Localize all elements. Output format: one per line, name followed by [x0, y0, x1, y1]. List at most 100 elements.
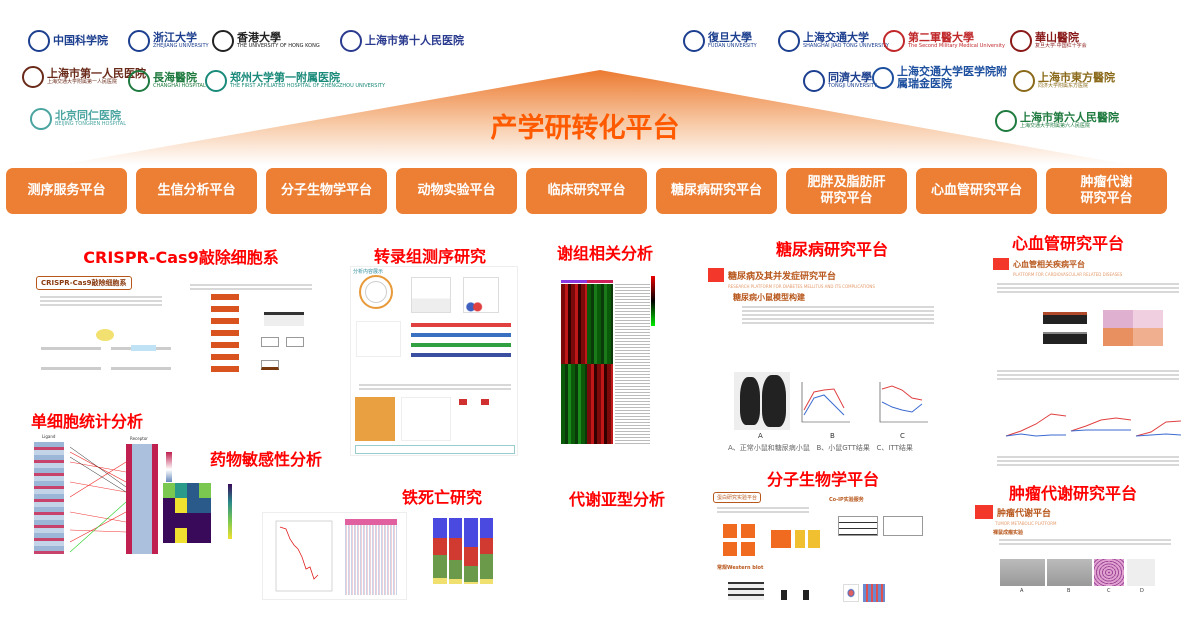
logo-name-en: BEIJING TONGREN HOSPITAL [55, 121, 127, 128]
logo-name-en: 上海交通大学附属第六人民医院 [1020, 123, 1091, 130]
section-title-tumor: 肿瘤代谢研究平台 [1008, 484, 1138, 503]
tumor-panel-title: 肿瘤代谢平台 [997, 508, 1052, 519]
cardio-panel-subtitle: PLATFORM FOR CARDIOVASCULAR RELATED DISE… [1013, 272, 1123, 277]
platform-button[interactable]: 肥胖及脂肪肝 研究平台 [786, 168, 907, 214]
diabetes-label-c: C [900, 432, 905, 440]
diabetes-caption: A、正常小鼠和糖尿病小鼠 B、小鼠GTT结果 C、ITT结果 [728, 444, 913, 452]
platform-button[interactable]: 分子生物学平台 [266, 168, 387, 214]
logo-name: 中国科学院 [53, 33, 108, 47]
platform-button[interactable]: 测序服务平台 [6, 168, 127, 214]
section-title-diabetes: 糖尿病研究平台 [775, 240, 889, 259]
hero-title: 产学研转化平台 [490, 113, 680, 144]
partner-logo: 上海市第十人民医院 [340, 30, 464, 52]
logo-name: 華山醫院 [1035, 31, 1079, 45]
section-title-subtype: 代谢亚型分析 [568, 490, 666, 509]
logo-name-en: ZHEJIANG UNIVERSITY [153, 43, 209, 50]
ferroptosis-panel [262, 512, 407, 600]
tumor-heading: 裸鼠成瘤实验 [993, 530, 1024, 536]
logo-emblem-icon [1010, 30, 1032, 52]
platform-button[interactable]: 心血管研究平台 [916, 168, 1037, 214]
transcriptome-panel: 分析内容展示 [350, 266, 518, 456]
metabolome-heatmap [543, 272, 665, 456]
itt-chart [879, 382, 928, 423]
logo-emblem-icon [883, 30, 905, 52]
crispr-workflow [186, 282, 316, 382]
logo-name-en: THE UNIVERSITY OF HONG KONG [237, 43, 320, 50]
logo-name: 北京同仁医院 [55, 109, 121, 123]
logo-emblem-icon [1013, 70, 1035, 92]
molbio-panel: 蛋白研究实验平台 常规Western blot Co-IP实验服务 [713, 490, 935, 610]
logo-name-en: 复旦大学·中国红十字会 [1035, 43, 1087, 50]
logo-emblem-icon [995, 110, 1017, 132]
logo-emblem-icon [340, 30, 362, 52]
logo-name: 復旦大學 [708, 31, 752, 45]
platform-button[interactable]: 生信分析平台 [136, 168, 257, 214]
receptor-label: Receptor [130, 436, 148, 441]
cardio-charts [1005, 413, 1182, 437]
section-title-cardio: 心血管研究平台 [1011, 234, 1125, 253]
subtype-panel [425, 510, 505, 594]
logo-name-en: TONGJI UNIVERSITY [828, 83, 877, 90]
logo-name: 第二軍醫大學 [908, 31, 974, 45]
logo-emblem-icon [803, 70, 825, 92]
section-title-metabolome: 谢组相关分析 [556, 244, 654, 263]
molbio-coip-heading: Co-IP实验服务 [829, 497, 864, 503]
ligand-label: Ligand [42, 434, 56, 439]
diabetes-mice-photo [734, 372, 790, 430]
diabetes-heading: 糖尿病小鼠模型构建 [733, 293, 805, 302]
logo-emblem-icon [30, 108, 52, 130]
tumor-label-b: B [1067, 588, 1071, 594]
logo-emblem-icon [683, 30, 705, 52]
crispr-panel: CRISPR-Cas9敲除细胞系 [36, 272, 321, 392]
tumor-panel-subtitle: TUMOR METABOLIC PLATFORM [995, 521, 1057, 526]
crispr-tag: CRISPR-Cas9敲除细胞系 [36, 276, 132, 290]
logo-emblem-icon [778, 30, 800, 52]
cardio-panel-title: 心血管相关疾病平台 [1013, 258, 1085, 269]
tumor-label-a: A [1020, 588, 1024, 594]
logo-name: 長海醫院 [153, 71, 197, 85]
logo-name: 郑州大学第一附属医院 [230, 71, 340, 85]
partner-logo: 上海市東方醫院同济大学附属东方医院 [1013, 70, 1115, 92]
logo-name-en: 上海交通大学附属第一人民医院 [47, 79, 118, 86]
logo-name-en: CHANGHAI HOSPITAL [153, 83, 206, 90]
platform-button[interactable]: 动物实验平台 [396, 168, 517, 214]
logo-name-en: SHANGHAI JIAO TONG UNIVERSITY [803, 43, 889, 50]
drug-heatmap [158, 482, 258, 552]
logo-name: 上海市東方醫院 [1038, 71, 1115, 85]
partner-logo: 華山醫院复旦大学·中国红十字会 [1010, 30, 1087, 52]
section-title-molbio: 分子生物学平台 [766, 470, 880, 489]
partner-logo: 中国科学院 [28, 30, 108, 52]
singlecell-panel: Ligand Receptor [30, 432, 180, 567]
logo-emblem-icon [22, 66, 44, 88]
platform-button[interactable]: 临床研究平台 [526, 168, 647, 214]
cardio-panel: 心血管相关疾病平台 PLATFORM FOR CARDIOVASCULAR RE… [993, 256, 1195, 476]
logo-name-en: THE FIRST AFFILIATED HOSPITAL OF ZHENGZH… [230, 83, 386, 90]
logo-name: 同濟大學 [828, 71, 872, 85]
logo-name: 上海交通大学医学院附属瑞金医院 [897, 65, 1007, 91]
section-title-drug: 药物敏感性分析 [209, 450, 323, 469]
partner-logo: 上海市第六人民醫院上海交通大学附属第六人民医院 [995, 110, 1119, 132]
logo-name: 浙江大学 [153, 31, 197, 45]
partner-logo: 上海交通大学医学院附属瑞金医院 [872, 65, 1017, 91]
logo-emblem-icon [28, 30, 50, 52]
logo-name: 香港大學 [237, 31, 281, 45]
gtt-chart [801, 382, 850, 423]
section-title-transcriptome: 转录组测序研究 [373, 247, 487, 266]
logo-name-en: FUDAN UNIVERSITY [708, 43, 757, 50]
hero-triangle [60, 70, 1130, 165]
logo-emblem-icon [128, 70, 150, 92]
partner-logo: 上海市第一人民医院上海交通大学附属第一人民医院 [22, 66, 146, 88]
logo-name: 上海市第六人民醫院 [1020, 111, 1119, 125]
molbio-wb-heading: 常规Western blot [717, 565, 764, 571]
platform-button[interactable]: 糖尿病研究平台 [656, 168, 777, 214]
section-title-crispr: CRISPR-Cas9敲除细胞系 [83, 248, 279, 267]
platform-button[interactable]: 肿瘤代谢 研究平台 [1046, 168, 1167, 214]
